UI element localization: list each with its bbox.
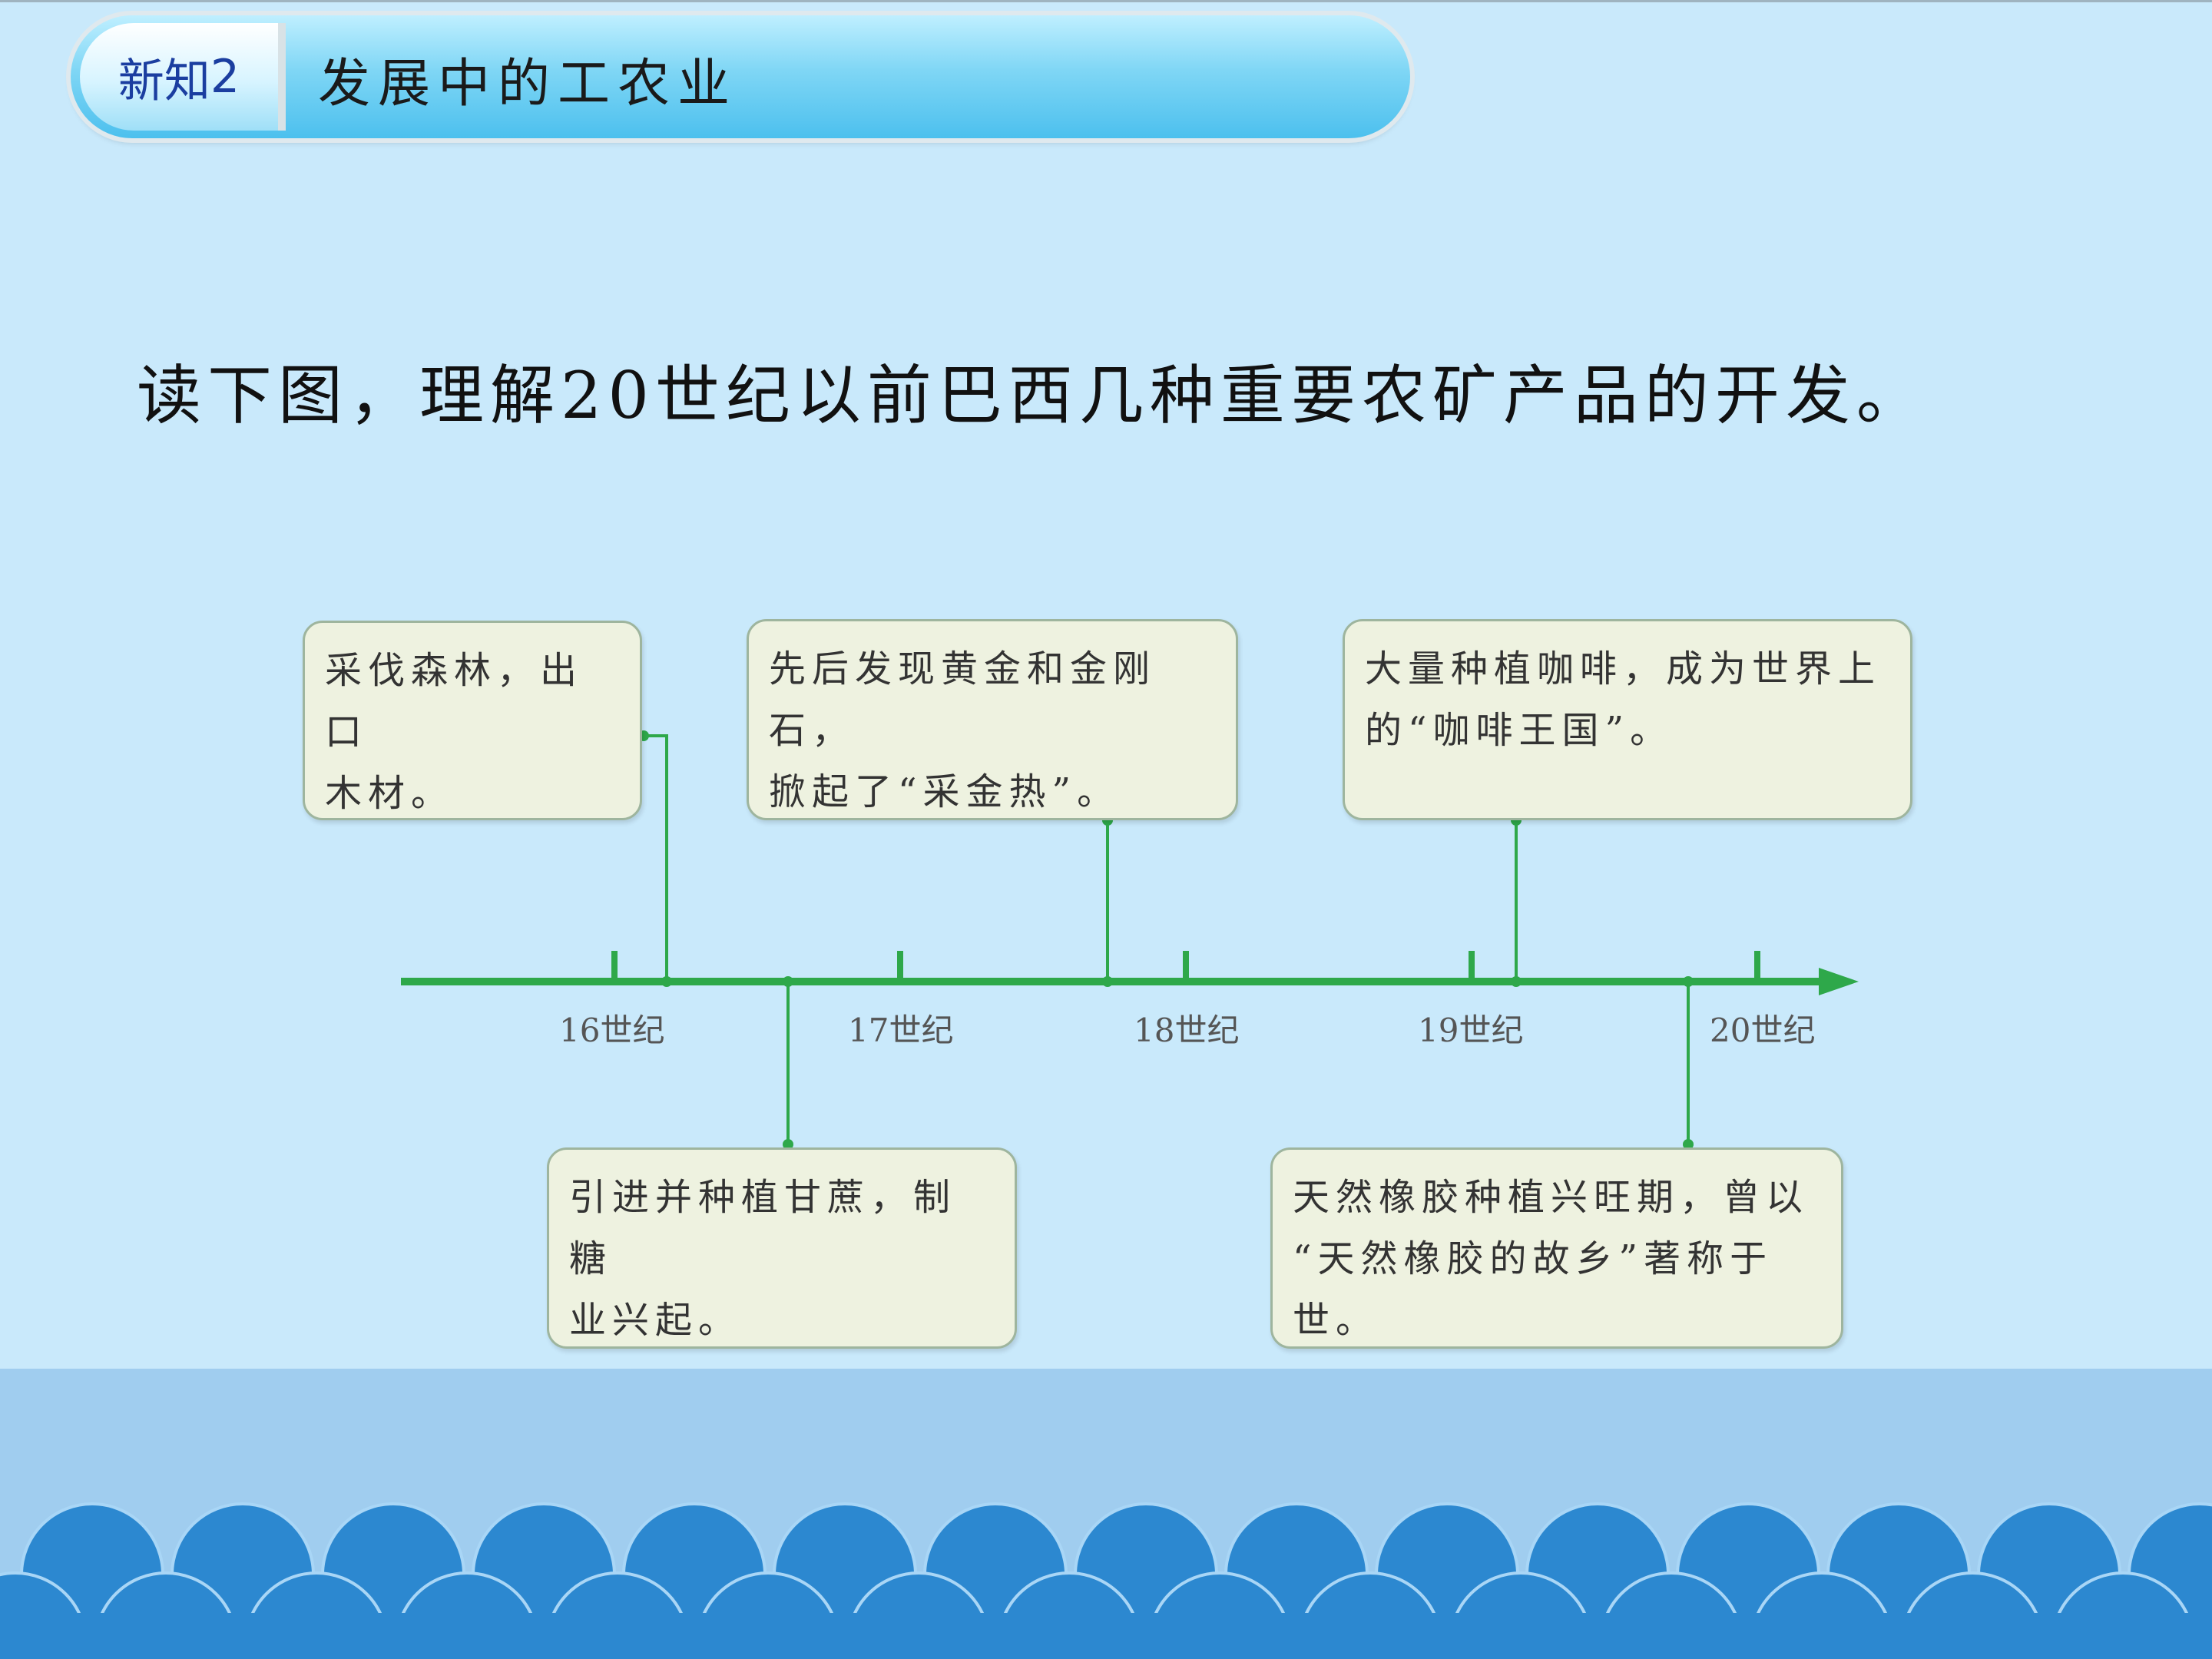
event-box-timber: 采伐森林，出口 木材。 [303,621,642,820]
page-title: 发展中的工农业 [318,53,738,114]
event-line: 木材。 [325,772,455,815]
event-line: 先后发现黄金和金刚石， [769,647,1157,752]
connector-dot [661,976,672,987]
wave-decoration [0,1502,2212,1659]
badge-number: 2 [210,50,240,104]
event-box-gold: 先后发现黄金和金刚石， 掀起了“采金热”。 [747,619,1238,820]
instruction-text: 读下图，理解20世纪以前巴西几种重要农矿产品的开发。 [137,358,1927,433]
timeline-diagram [401,730,1859,1150]
event-box-coffee: 大量种植咖啡，成为世界上 的“咖啡王国”。 [1343,619,1912,820]
badge-text: 新知 [118,54,210,108]
connector-dot [783,1139,793,1150]
event-line: 掀起了“采金热”。 [769,770,1121,813]
event-line: 业兴起。 [569,1299,742,1342]
connector-dot [1683,1139,1694,1150]
event-box-rubber: 天然橡胶种植兴旺期，曾以 “天然橡胶的故乡”著称于世。 [1270,1147,1843,1349]
connector-dot [1683,976,1694,987]
connector-dot [783,976,793,987]
connector-dot [1511,976,1522,987]
event-line: “天然橡胶的故乡”著称于世。 [1293,1237,1773,1342]
event-line: 天然橡胶种植兴旺期，曾以 [1293,1176,1810,1219]
event-line: 引进并种植甘蔗，制糖 [569,1176,957,1280]
century-label-16: 16世纪 [559,1012,665,1049]
event-line: 采伐森林，出口 [325,649,584,753]
event-box-sugar: 引进并种植甘蔗，制糖 业兴起。 [547,1147,1017,1349]
top-border [0,0,2212,2]
connector-dot [1102,976,1113,987]
century-label-19: 19世纪 [1418,1012,1524,1049]
century-label-17: 17世纪 [848,1012,954,1049]
header-bar [71,15,1410,138]
connector-timber [644,734,668,982]
timeline-arrowhead [1819,968,1859,995]
event-line: 大量种植咖啡，成为世界上 [1365,647,1882,690]
event-line: 的“咖啡王国”。 [1365,709,1674,752]
century-label-20: 20世纪 [1710,1012,1816,1049]
century-label-18: 18世纪 [1134,1012,1240,1049]
